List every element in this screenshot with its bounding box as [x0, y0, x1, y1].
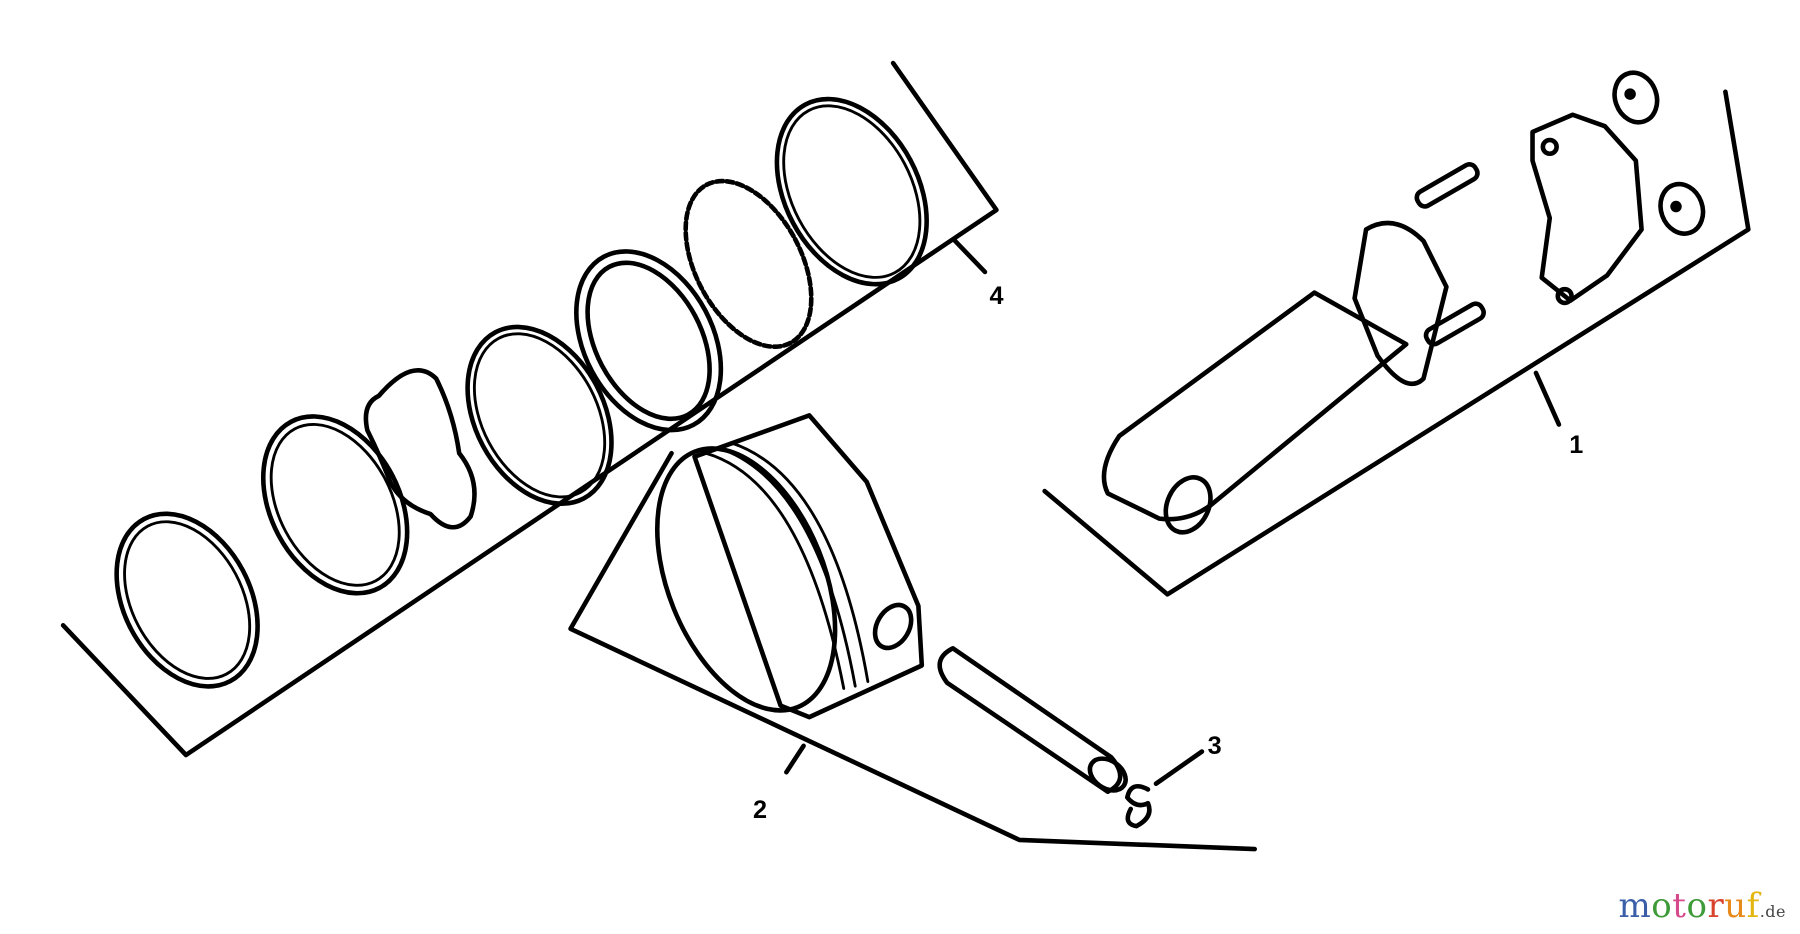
callout-leader-4 — [952, 238, 988, 275]
conrod-beam — [1101, 290, 1409, 522]
retaining-ring-clip — [1125, 783, 1152, 829]
callout-leader-3 — [1153, 749, 1205, 786]
ring-top — [774, 96, 929, 287]
conrod-nut-top — [1612, 70, 1660, 125]
piston-pin-bore — [872, 602, 914, 651]
conrod-bolt-top — [1414, 162, 1480, 209]
watermark-letter: f — [1746, 886, 1760, 926]
callout-leader-1 — [1533, 370, 1562, 427]
conrod-bolt-bottom — [1423, 301, 1486, 347]
conrod-cap — [1530, 112, 1644, 303]
conrod-small-end-bore — [1163, 475, 1213, 535]
piston-ring-set[interactable]: 4 — [60, 60, 1004, 758]
watermark-letter: o — [1686, 886, 1708, 926]
watermark-letter: o — [1651, 886, 1673, 926]
piston-body — [692, 413, 925, 720]
watermark-letter: r — [1707, 886, 1725, 926]
wavy-ring — [683, 178, 814, 350]
callout-number-3: 3 — [1208, 732, 1222, 760]
connecting-rod-assembly[interactable]: 1 — [1042, 67, 1751, 597]
watermark-logo: motoruf.de — [1619, 886, 1786, 926]
piston[interactable]: 2 — [568, 413, 1258, 852]
conrod-nut-bottom — [1658, 181, 1706, 236]
piston-pin — [937, 645, 1128, 795]
conrod-cap-hole-bottom — [1555, 286, 1574, 306]
piston-bracket — [568, 450, 1258, 852]
watermark-letter: t — [1672, 886, 1687, 926]
callout-number-2: 2 — [753, 796, 767, 824]
ring-set-bracket — [60, 60, 999, 758]
callout-number-4: 4 — [990, 282, 1004, 310]
watermark-letter: m — [1618, 886, 1652, 926]
callout-leader-2 — [784, 743, 806, 775]
conrod-bracket — [1042, 89, 1751, 597]
ring-4 — [574, 249, 724, 433]
ring-3 — [465, 324, 614, 507]
expander-ring — [363, 368, 477, 530]
retaining-ring[interactable]: 3 — [1125, 732, 1222, 829]
ring-2 — [260, 414, 410, 596]
piston-crown — [654, 446, 838, 713]
conrod-big-end — [1352, 220, 1449, 387]
ring-1 — [114, 511, 260, 689]
conrod-cap-hole-top — [1540, 137, 1559, 157]
watermark-letter: u — [1724, 886, 1747, 926]
callout-number-1: 1 — [1569, 431, 1583, 459]
piston-ring-grooves — [704, 441, 870, 690]
watermark-domain-suffix: .de — [1759, 902, 1786, 921]
